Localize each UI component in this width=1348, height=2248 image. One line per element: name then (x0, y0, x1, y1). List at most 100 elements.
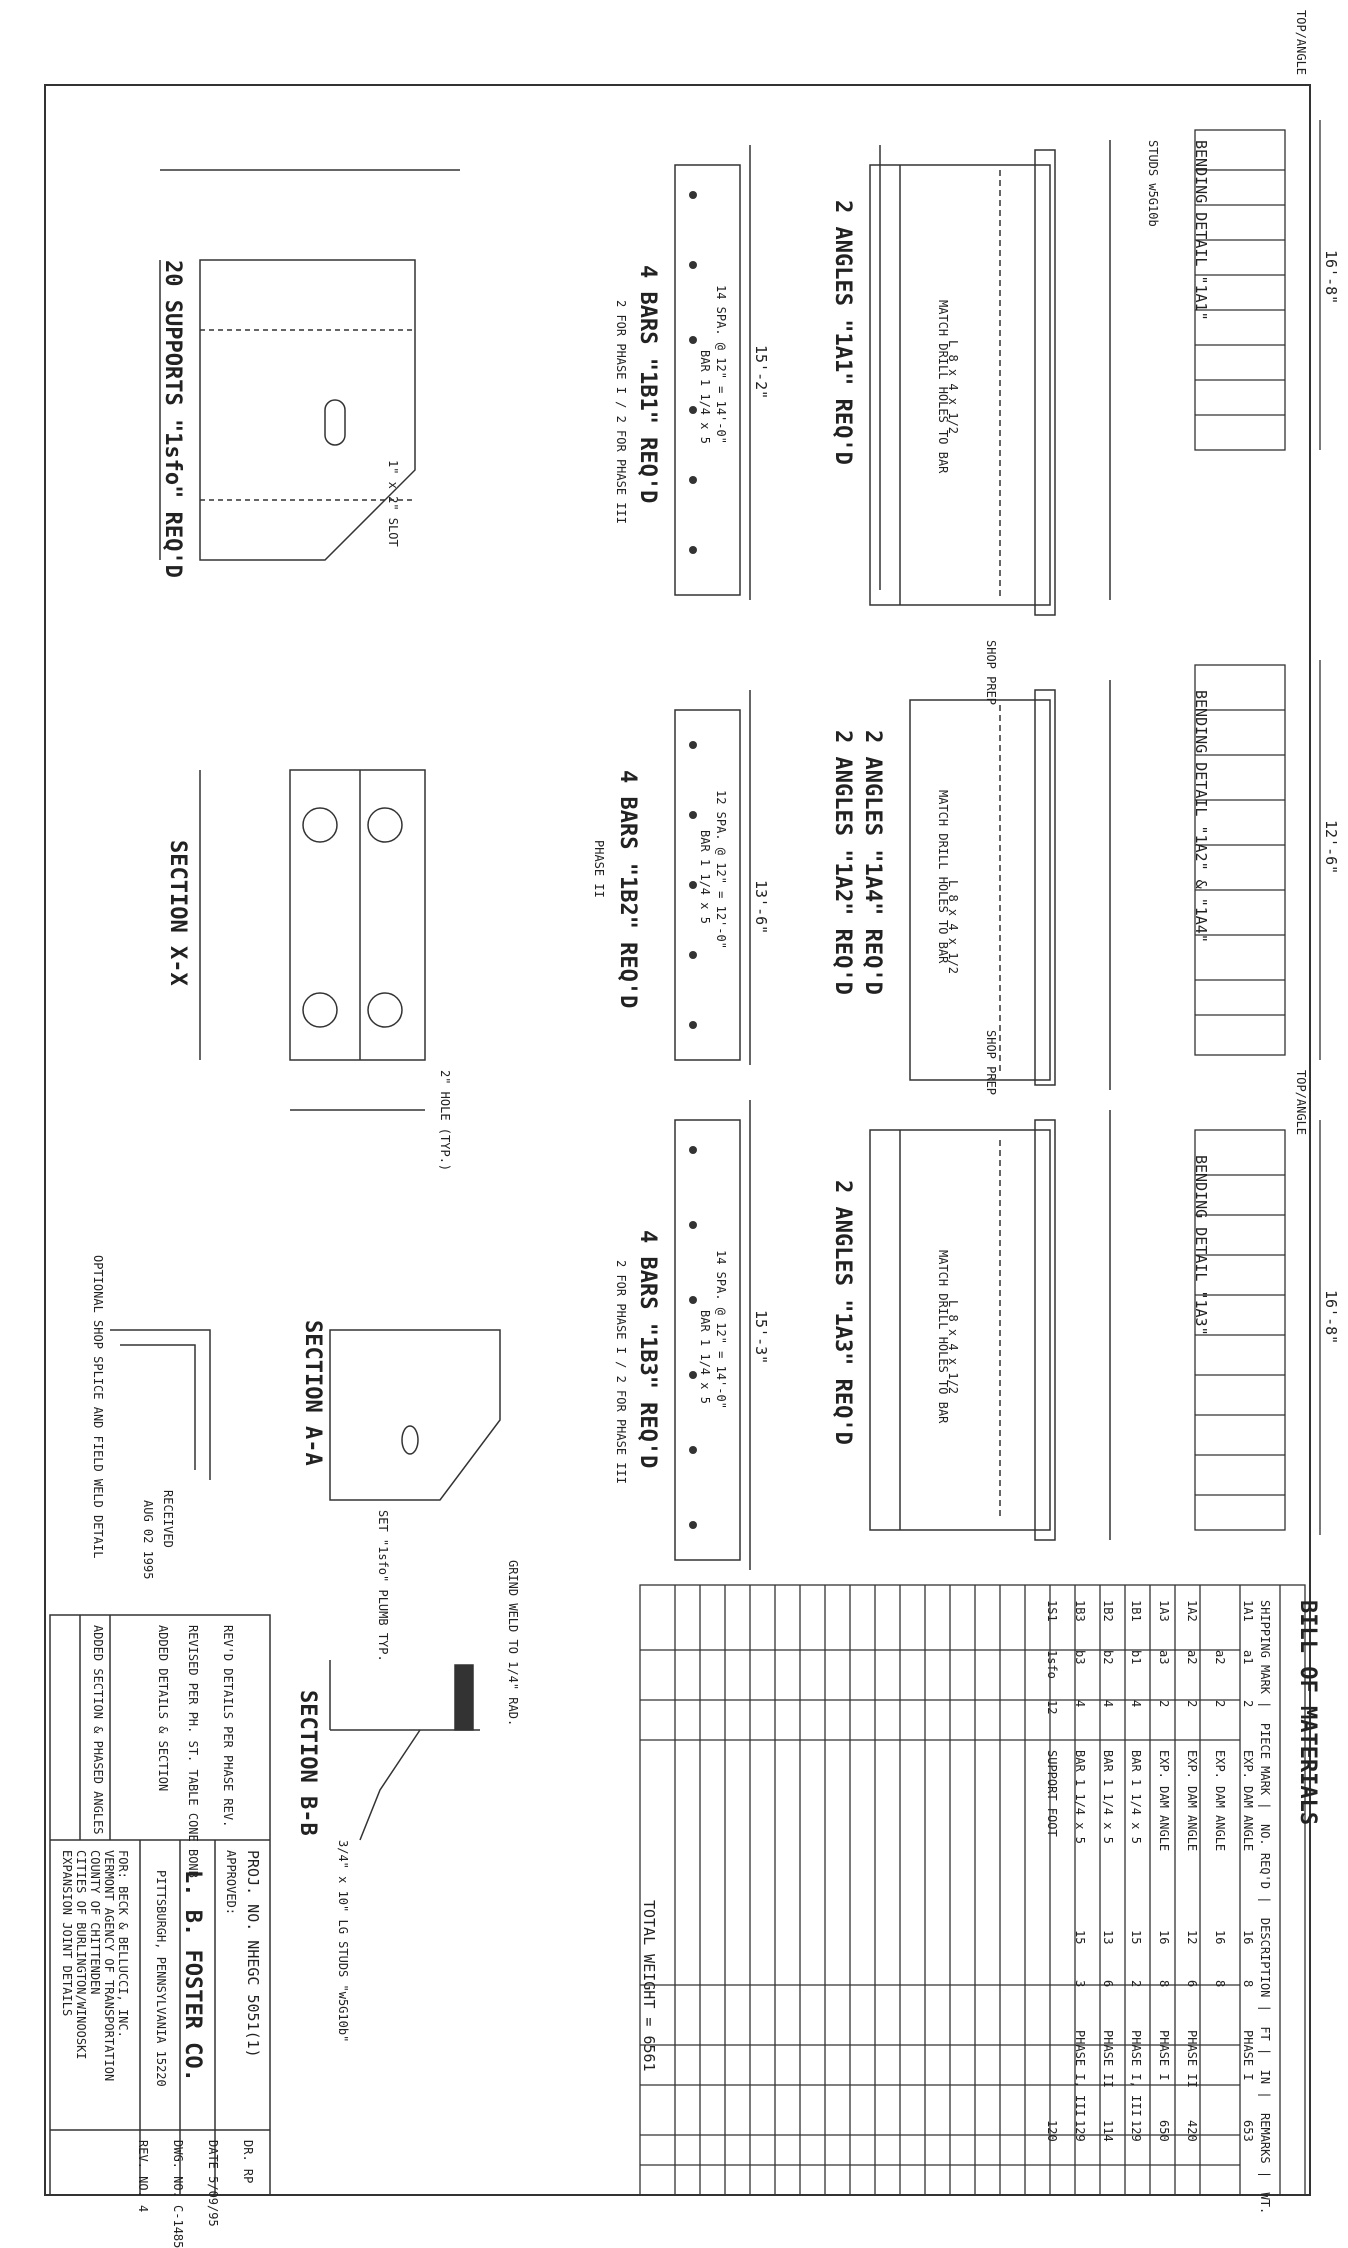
label-bending-1a3: BENDING DETAIL "1A3" (1192, 1155, 1210, 1336)
bending-detail-1a1 (1194, 120, 1321, 451)
bom-cell-wt: 129 (1073, 2120, 1087, 2142)
bending-detail-1a2 (1194, 660, 1321, 1060)
bom-header-row: SHIPPING MARK | PIECE MARK | NO. REQ'D |… (1258, 1600, 1272, 2215)
label-top-angle-2: TOP/ANGLE (1294, 1070, 1308, 1136)
bom-cell-qty: 12 (1045, 1700, 1059, 1715)
angle-1a1-elevation (869, 140, 1111, 616)
match-drill-1a1: MATCH DRILL HOLES TO BAR (936, 300, 950, 474)
label-section-aa: SECTION A-A (300, 1320, 325, 1466)
optional-splice-detail (110, 1329, 211, 1480)
label-bars-1b2: 4 BARS "1B2" REQ'D (615, 770, 640, 1009)
revision-note-2: REVISED PER PH. ST. TABLE CONE BONB (186, 1625, 200, 1878)
bom-cell-in: 8 (1241, 1980, 1255, 1988)
dim-16-8b: 16'-8" (1322, 1290, 1340, 1345)
label-top-angle-1: TOP/ANGLE (1294, 10, 1308, 76)
approved-label: APPROVED: (224, 1850, 238, 1916)
bom-row: 1B1b14BAR 1 1/4 x 5152PHASE I, III129 (1129, 1600, 1143, 2170)
bom-cell-ship: 1B1 (1129, 1600, 1143, 1622)
match-drill-1a2: MATCH DRILL HOLES TO BAR (936, 790, 950, 964)
bom-cell-ship: 1S1 (1045, 1600, 1059, 1622)
dim-13-6: 13'-6" (752, 880, 770, 935)
label-bars-1b3-sub: 2 FOR PHASE I / 2 FOR PHASE III (614, 1260, 628, 1484)
bar-label-1b3: BAR 1 1/4 x 5 (698, 1310, 712, 1404)
bom-cell-piece: b2 (1101, 1650, 1115, 1665)
bom-cell-ship: 1A3 (1157, 1600, 1171, 1622)
label-supports: 20 SUPPORTS "1sfo" REQ'D (160, 260, 185, 578)
revision-number: REV. NO. 4 (136, 2140, 150, 2213)
angle-1a3-elevation (869, 1110, 1111, 1541)
bom-cell-in: 8 (1157, 1980, 1171, 1988)
bending-detail-1a3 (1194, 1120, 1321, 1535)
bom-cell-piece: 1sfo (1045, 1650, 1059, 1679)
drawing-linework (44, 84, 1321, 2196)
revision-note-4: ADDED SECTION & PHASED ANGLES (91, 1625, 105, 1835)
bom-cell-ft: 15 (1073, 1930, 1087, 1945)
for-line-5: EXPANSION JOINT DETAILS (60, 1850, 74, 2017)
company-name: L. B. FOSTER CO. (180, 1870, 205, 2082)
bar-holes (689, 191, 697, 1529)
bom-cell-desc: SUPPORT FOOT (1045, 1750, 1059, 1837)
shop-prep-2: SHOP PREP (984, 1030, 998, 1096)
bom-cell-ft: 13 (1101, 1930, 1115, 1945)
bom-cell-remarks: PHASE I, III (1073, 2030, 1087, 2117)
label-optional-splice: OPTIONAL SHOP SPLICE AND FIELD WELD DETA… (91, 1255, 105, 1559)
spa-1b3: 14 SPA. @ 12" = 14'-0" (714, 1250, 728, 1409)
label-bars-1b1-sub: 2 FOR PHASE I / 2 FOR PHASE III (614, 300, 628, 524)
bom-header-wt: WT. (1258, 2192, 1272, 2215)
bom-cell-piece: a1 (1241, 1650, 1255, 1665)
bom-cell-desc: BAR 1 1/4 x 5 (1129, 1750, 1143, 1844)
for-line-2: VERMONT AGENCY OF TRANSPORTATION (102, 1850, 116, 2082)
bom-cell-desc: EXP. DAM ANGLE (1213, 1750, 1227, 1852)
bom-header-in: IN (1258, 2069, 1272, 2085)
bom-cell-ship: 1A1 (1241, 1600, 1255, 1622)
label-angles-1a4: 2 ANGLES "1A4" REQ'D (860, 730, 885, 995)
match-drill-1a3: MATCH DRILL HOLES TO BAR (936, 1250, 950, 1424)
dim-16-8: 16'-8" (1322, 250, 1340, 305)
spa-1b2: 12 SPA. @ 12" = 12'-0" (714, 790, 728, 949)
bom-cell-wt: 114 (1101, 2120, 1115, 2142)
slot-note: 1" x 2" SLOT (386, 460, 400, 547)
bar-1b2 (674, 690, 751, 1065)
bom-cell-piece: a3 (1157, 1650, 1171, 1665)
bom-cell-remarks: PHASE I, III (1129, 2030, 1143, 2117)
received-date: AUG 02 1995 (141, 1500, 155, 1580)
label-bending-1a1: BENDING DETAIL "1A1" (1192, 140, 1210, 321)
bom-cell-ft: 16 (1157, 1930, 1171, 1945)
dim-15-2: 15'-2" (752, 345, 770, 400)
bom-header-ship: SHIPPING MARK (1258, 1600, 1272, 1694)
label-bars-1b2-sub: PHASE II (592, 840, 606, 898)
bom-cell-piece: b3 (1073, 1650, 1087, 1665)
bom-cell-desc: EXP. DAM ANGLE (1241, 1750, 1255, 1852)
bom-cell-qty: 4 (1129, 1700, 1143, 1708)
bom-cell-in: 2 (1129, 1980, 1143, 1988)
bom-cell-ship: 1B2 (1101, 1600, 1115, 1622)
section-xx-detail (199, 769, 426, 1111)
bom-cell-in: 6 (1185, 1980, 1199, 1988)
bom-table-lines (639, 1584, 1306, 2196)
bom-row: 1A1a12EXP. DAM ANGLE168PHASE I653 (1241, 1600, 1255, 2170)
bom-cell-wt: 650 (1157, 2120, 1171, 2142)
bom-cell-desc: BAR 1 1/4 x 5 (1073, 1750, 1087, 1844)
bom-cell-desc: EXP. DAM ANGLE (1157, 1750, 1171, 1852)
title-block-lines (49, 1614, 271, 2196)
bom-cell-piece: a2 (1185, 1650, 1199, 1665)
revision-note-3: ADDED DETAILS & SECTION (156, 1625, 170, 1792)
bom-cell-in: 3 (1073, 1980, 1087, 1988)
for-line-3: COUNTY OF CHITTENDEN (88, 1850, 102, 1995)
bom-header-ft: FT (1258, 2026, 1272, 2041)
bom-cell-wt: 129 (1129, 2120, 1143, 2142)
drawn-by: DR. RP (241, 2140, 255, 2184)
bom-cell-ft: 16 (1241, 1930, 1255, 1945)
bom-cell-desc: EXP. DAM ANGLE (1185, 1750, 1199, 1852)
bom-cell-qty: 4 (1073, 1700, 1087, 1708)
bom-cell-qty: 2 (1213, 1700, 1227, 1708)
shop-prep-1: SHOP PREP (984, 640, 998, 706)
bar-1b3 (674, 1100, 751, 1570)
bom-title: BILL OF MATERIALS (1295, 1600, 1320, 1826)
label-studs: STUDS w5G10b (1146, 140, 1160, 227)
bom-cell-remarks: PHASE II (1101, 2030, 1115, 2088)
bom-cell-in: 6 (1101, 1980, 1115, 1988)
bom-cell-piece: a2 (1213, 1650, 1227, 1665)
label-angles-1a1: 2 ANGLES "1A1" REQ'D (830, 200, 855, 465)
drawing-sheet: BILL OF MATERIALS SHIPPING MARK | PIECE … (44, 10, 1340, 2248)
